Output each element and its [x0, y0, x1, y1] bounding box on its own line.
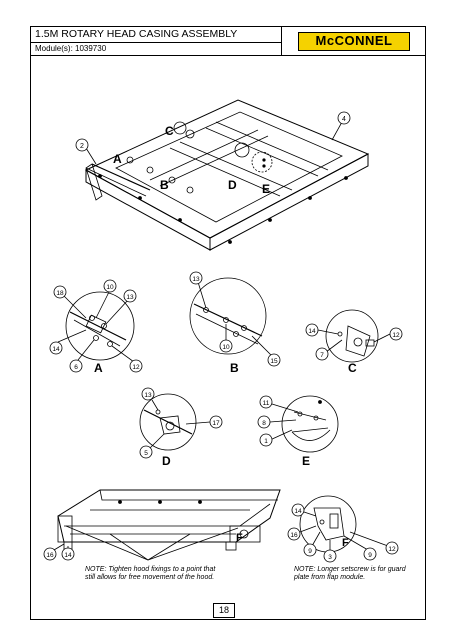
- detail-c: 14 7 12 C: [305, 309, 403, 375]
- mcconnel-logo: McCONNEL: [298, 32, 410, 51]
- callout-f-16: 16: [290, 532, 298, 539]
- detail-f-title: F: [342, 537, 349, 549]
- callout-d-17: 17: [212, 420, 220, 427]
- callout-e-8: 8: [262, 420, 266, 427]
- detail-e-title: E: [302, 454, 310, 468]
- callout-a-10: 10: [106, 284, 114, 291]
- hood-note: NOTE: Tighten hood fixings to a point th…: [85, 566, 216, 581]
- callout-f-9a: 9: [308, 548, 312, 555]
- logo-area: McCONNEL: [281, 26, 426, 56]
- detail-label-a: A: [113, 152, 122, 166]
- callout-a-18: 18: [56, 290, 64, 297]
- callout-hood-16: 16: [46, 552, 54, 559]
- module-number: Module(s): 1039730: [30, 42, 282, 56]
- callout-e-11: 11: [263, 400, 270, 407]
- callout-f-3: 3: [328, 554, 332, 561]
- callout-c-7: 7: [320, 352, 324, 359]
- detail-label-d: D: [228, 178, 237, 192]
- callout-b-13: 13: [192, 276, 200, 283]
- callout-e-1: 1: [264, 438, 268, 445]
- callout-f-9b: 9: [368, 552, 372, 559]
- callout-a-12: 12: [132, 364, 140, 371]
- detail-b-title: B: [230, 361, 239, 375]
- detail-f-label-left: F: [236, 532, 243, 544]
- callout-d-5: 5: [144, 450, 148, 457]
- callout-f-14: 14: [294, 508, 302, 515]
- callout-2: 2: [80, 143, 84, 150]
- main-casing-view: 2 4 A B C D E: [75, 99, 370, 251]
- technical-drawing: 2 4 A B C D E 18 10 13 14 6 12: [30, 56, 426, 596]
- detail-a-title: A: [94, 361, 103, 375]
- detail-e: 11 8 1 E: [257, 395, 339, 468]
- callout-c-12: 12: [392, 332, 400, 339]
- callout-b-15: 15: [270, 358, 278, 365]
- setscrew-note: NOTE: Longer setscrew is for guard plate…: [294, 566, 406, 581]
- callout-a-14: 14: [52, 346, 60, 353]
- callout-a-13: 13: [126, 294, 134, 301]
- callout-hood-14: 14: [64, 552, 72, 559]
- detail-f: 14 16 9 3 9 12 F: [287, 495, 399, 563]
- callout-4: 4: [342, 116, 346, 123]
- detail-d-title: D: [162, 454, 171, 468]
- callout-d-13: 13: [144, 392, 152, 399]
- detail-label-c: C: [165, 124, 174, 138]
- page-title: 1.5M ROTARY HEAD CASING ASSEMBLY: [30, 26, 282, 43]
- detail-label-e: E: [262, 182, 270, 196]
- callout-c-14: 14: [308, 328, 316, 335]
- detail-c-title: C: [348, 361, 357, 375]
- callout-a-6: 6: [74, 364, 78, 371]
- detail-label-b: B: [160, 178, 169, 192]
- detail-b: 13 10 15 B: [189, 271, 281, 375]
- detail-d: 13 17 5 D: [139, 387, 223, 468]
- page-number: 18: [213, 603, 235, 618]
- callout-f-12: 12: [388, 546, 396, 553]
- detail-a: 18 10 13 14 6 12 A: [49, 279, 143, 375]
- callout-b-10: 10: [222, 344, 230, 351]
- hood-assembly-view: 16 14 F: [43, 489, 281, 561]
